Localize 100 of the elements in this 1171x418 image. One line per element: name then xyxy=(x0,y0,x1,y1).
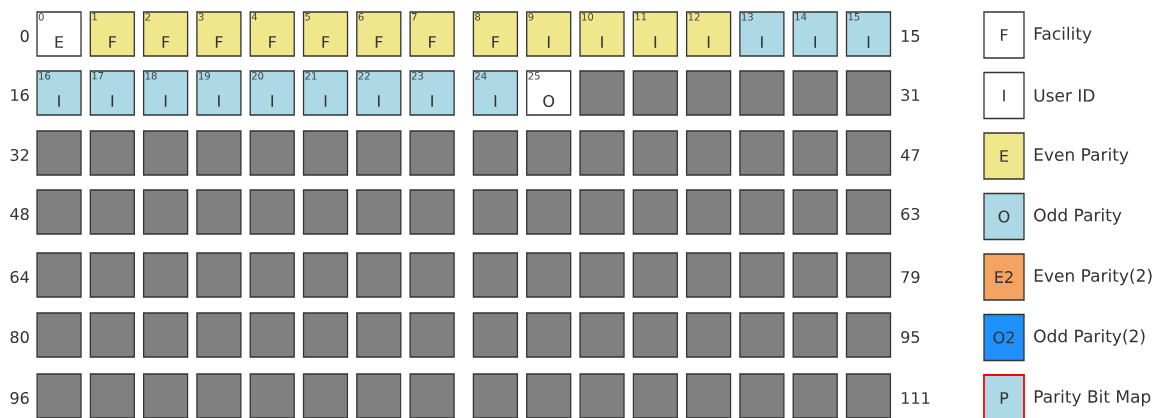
bit-cell xyxy=(409,130,455,176)
bit-cell xyxy=(36,130,82,176)
bit-cell: 19 I xyxy=(196,70,242,116)
bit-cell xyxy=(579,130,625,176)
bit-cell xyxy=(792,373,838,418)
bit-cell xyxy=(472,373,519,418)
row-number: 48 xyxy=(10,207,29,221)
bit-cell: 8 F xyxy=(472,11,519,57)
bit-cell xyxy=(302,130,349,176)
bit-cell xyxy=(526,189,572,235)
bit-cell xyxy=(409,312,455,358)
bit-cell xyxy=(196,373,242,418)
bit-cell xyxy=(579,312,625,358)
legend-label: Parity Bit Map xyxy=(1034,389,1151,407)
legend-label: Facility xyxy=(1034,26,1092,44)
row-number: 79 xyxy=(901,270,920,284)
bit-cell xyxy=(142,130,189,176)
bit-cell xyxy=(579,373,625,418)
bit-cell xyxy=(632,70,678,116)
bit-cell: 4 F xyxy=(249,11,295,57)
bit-cell: 17 I xyxy=(89,70,135,116)
bit-cell xyxy=(739,252,785,298)
bit-cell xyxy=(249,373,295,418)
bit-cell xyxy=(89,130,135,176)
bit-cell xyxy=(632,373,678,418)
bit-cell: 2 F xyxy=(142,11,189,57)
bit-cell: 24 I xyxy=(472,70,519,116)
bit-cell xyxy=(356,373,402,418)
bit-cell: 23 I xyxy=(409,70,455,116)
bit-cell xyxy=(409,189,455,235)
bit-cell xyxy=(89,252,135,298)
bit-cell xyxy=(356,130,402,176)
bit-cell xyxy=(142,373,189,418)
bit-cell: 5 F xyxy=(302,11,349,57)
bit-cell xyxy=(356,189,402,235)
bit-cell xyxy=(632,130,678,176)
bit-cell: 14 I xyxy=(792,11,838,57)
row-number: 80 xyxy=(10,330,29,344)
bit-cell: 12 I xyxy=(685,11,732,57)
bit-cell xyxy=(739,312,785,358)
row-number: 15 xyxy=(901,30,920,42)
bit-cell xyxy=(526,373,572,418)
bit-cell xyxy=(792,70,838,116)
bit-cell xyxy=(685,252,732,298)
bit-cell xyxy=(579,70,625,116)
bit-cell xyxy=(685,70,732,116)
bit-cell xyxy=(196,252,242,298)
row-number: 32 xyxy=(10,148,29,162)
bit-cell xyxy=(632,252,678,298)
bit-cell xyxy=(845,70,892,116)
bit-cell xyxy=(845,189,892,235)
bit-cell xyxy=(89,312,135,358)
bit-cell xyxy=(249,252,295,298)
bit-cell xyxy=(249,189,295,235)
bit-cell: 18 I xyxy=(142,70,189,116)
bit-cell xyxy=(36,373,82,418)
bit-cell xyxy=(249,312,295,358)
bit-cell: 21 I xyxy=(302,70,349,116)
bit-cell xyxy=(472,130,519,176)
row-number: 95 xyxy=(901,330,920,344)
bit-cell: 10 I xyxy=(579,11,625,57)
bit-cell: 9 I xyxy=(526,11,572,57)
row-number: 64 xyxy=(10,270,29,284)
row-number: 16 xyxy=(11,88,29,102)
bit-cell xyxy=(196,312,242,358)
bit-cell xyxy=(356,252,402,298)
bit-cell xyxy=(36,189,82,235)
bit-cell xyxy=(845,130,892,176)
row-number: 111 xyxy=(901,392,930,404)
bit-cell xyxy=(845,252,892,298)
bit-cell xyxy=(685,189,732,235)
bit-cell xyxy=(142,252,189,298)
bit-cell xyxy=(249,130,295,176)
bit-cell xyxy=(302,312,349,358)
bit-cell xyxy=(739,189,785,235)
bit-cell xyxy=(526,312,572,358)
bit-cell: 15 I xyxy=(845,11,892,57)
bit-cell xyxy=(792,252,838,298)
legend-label: Even Parity xyxy=(1034,147,1129,165)
bit-cell xyxy=(632,312,678,358)
legend-label: Even Parity(2) xyxy=(1034,268,1152,286)
bit-cell xyxy=(579,189,625,235)
row-number: 63 xyxy=(901,207,920,221)
bit-cell xyxy=(89,373,135,418)
bit-cell xyxy=(302,189,349,235)
row-number: 96 xyxy=(10,391,29,405)
bit-cell xyxy=(739,373,785,418)
bit-cell xyxy=(472,252,519,298)
row-number: 0 xyxy=(20,29,29,43)
bit-cell xyxy=(632,189,678,235)
bit-cell: 3 F xyxy=(196,11,242,57)
bit-cell xyxy=(845,373,892,418)
bit-cell xyxy=(36,312,82,358)
bit-cell xyxy=(472,189,519,235)
row-number: 47 xyxy=(901,149,920,161)
bit-cell xyxy=(685,130,732,176)
bit-cell xyxy=(142,312,189,358)
bit-cell xyxy=(409,252,455,298)
bit-cell xyxy=(302,373,349,418)
bit-cell xyxy=(792,189,838,235)
